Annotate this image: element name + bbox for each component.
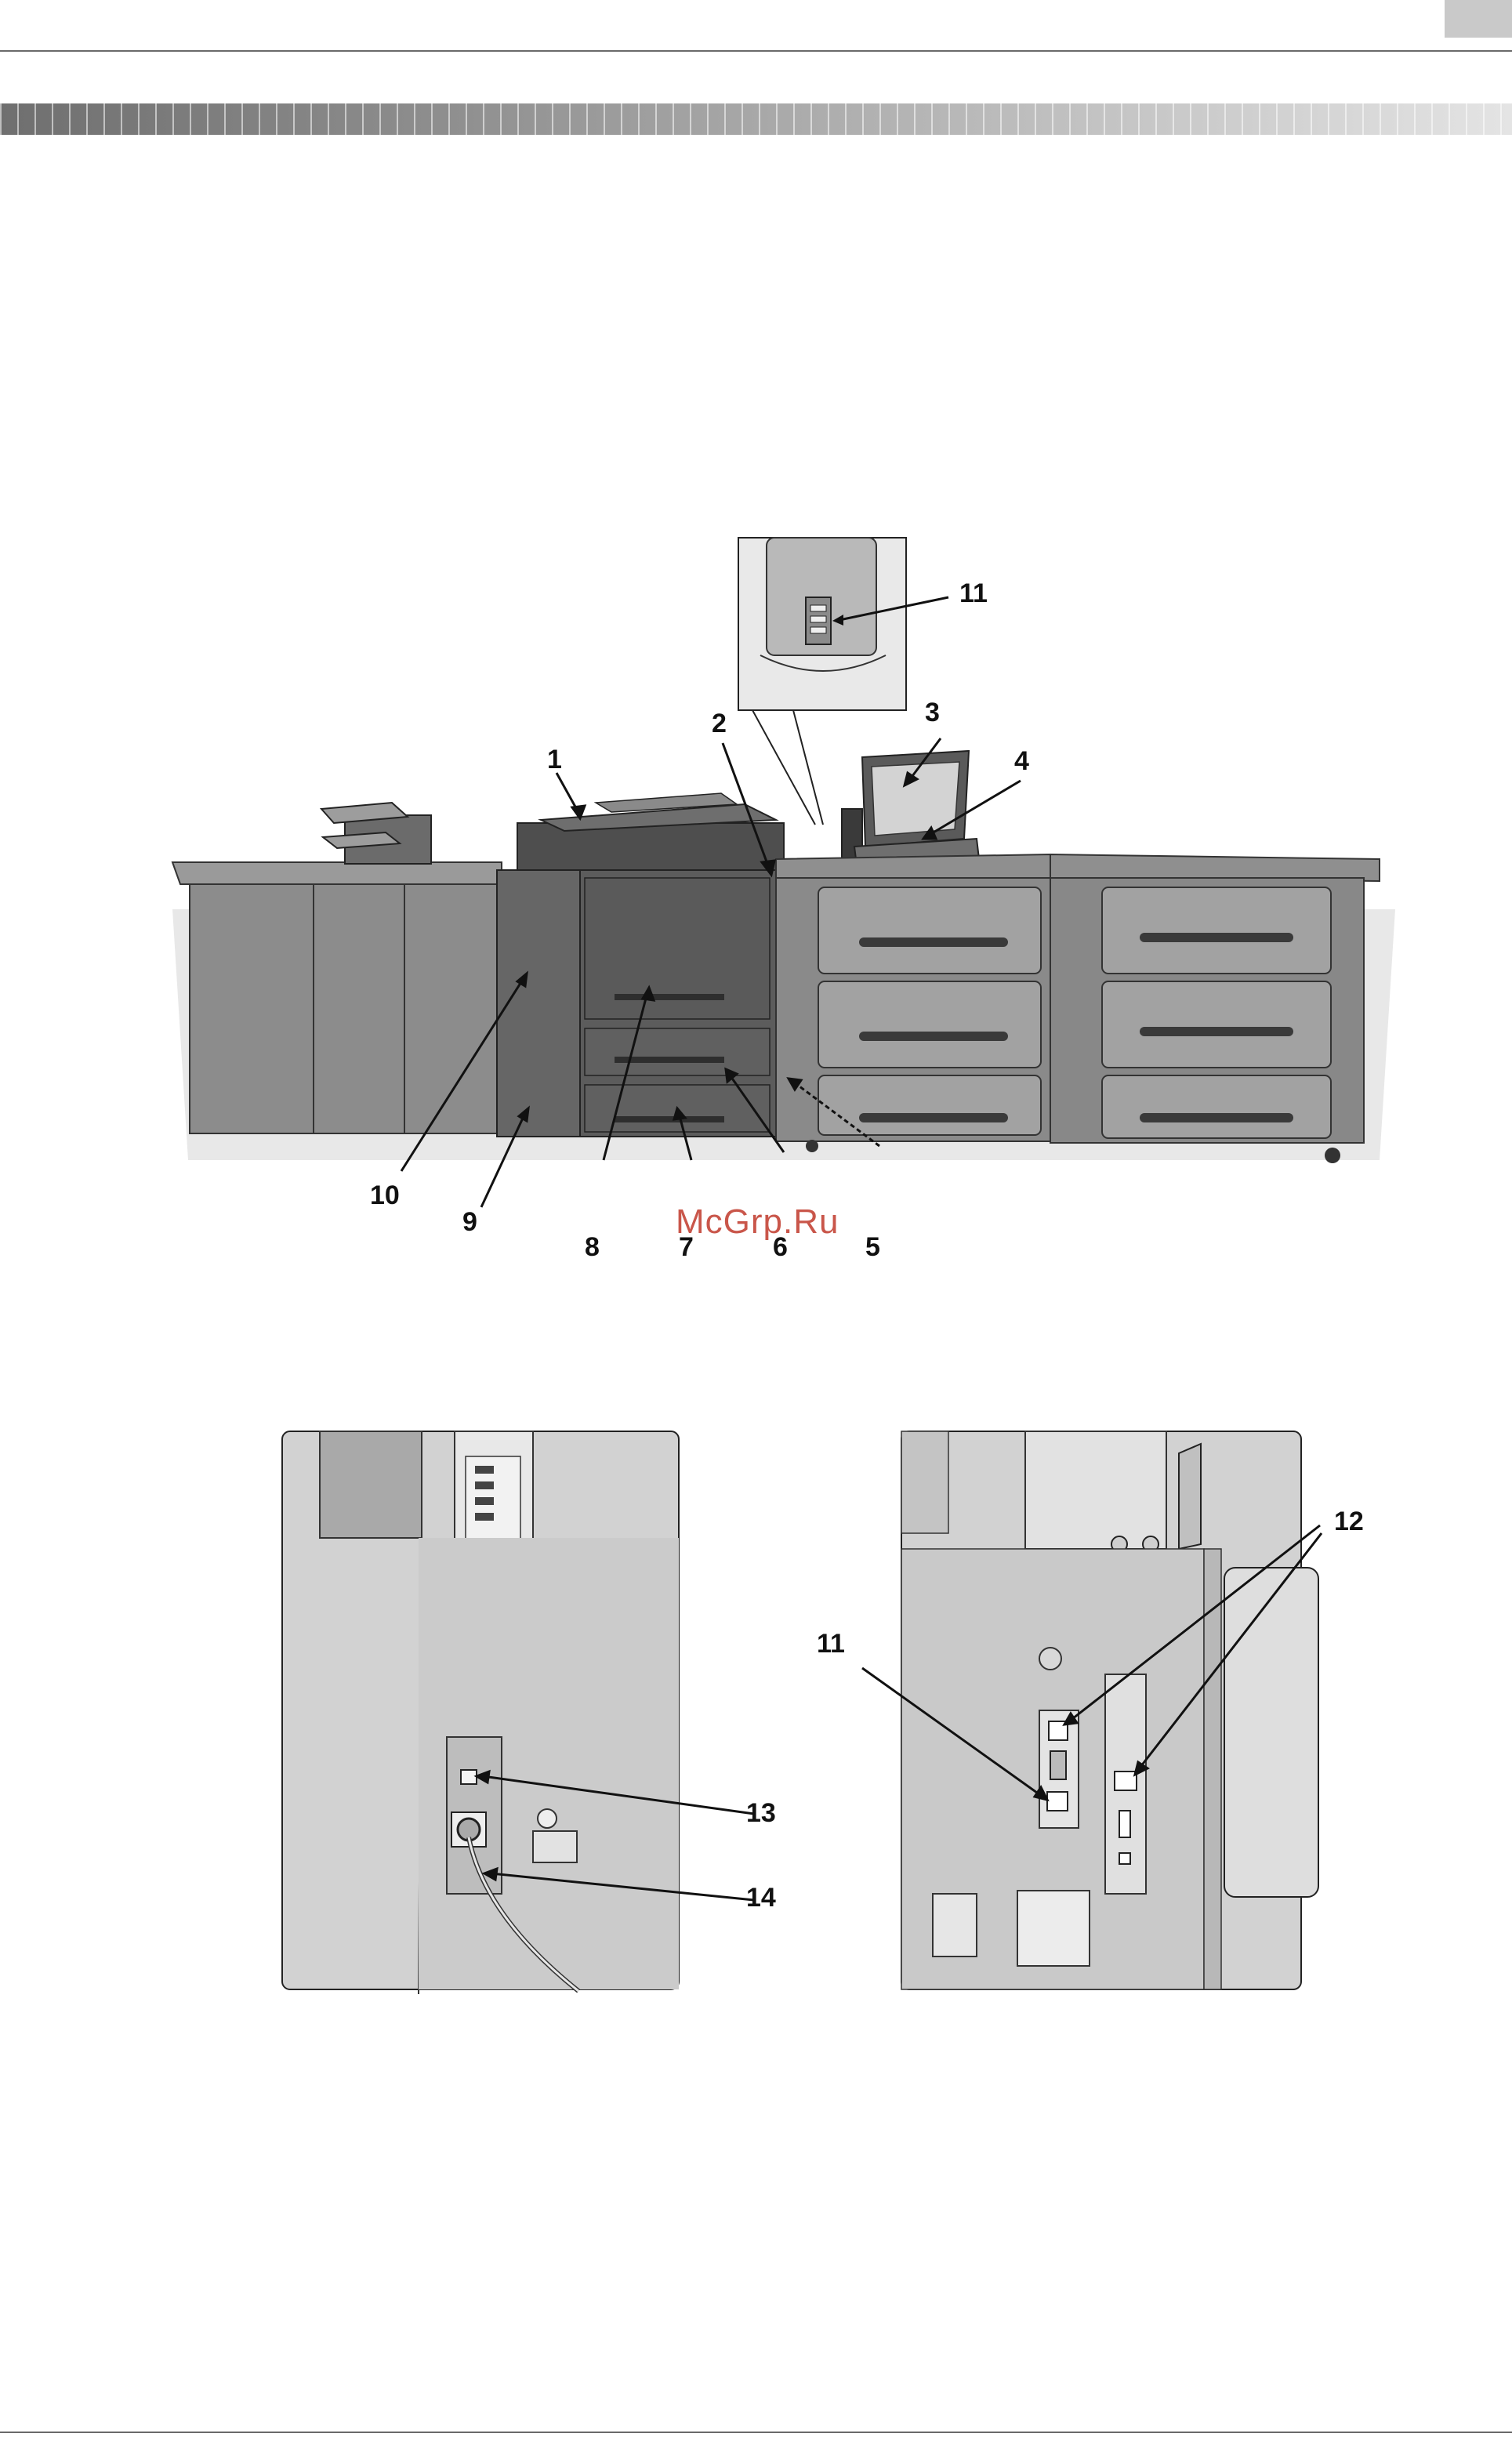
callout-12: 12 (1334, 1508, 1364, 1535)
callout-11-detail: 11 (817, 1630, 845, 1657)
callout-5: 5 (865, 1234, 880, 1260)
callout-1: 1 (547, 746, 562, 773)
header-rule (0, 50, 1512, 52)
watermark-text: McGrp.Ru (676, 1202, 839, 1242)
printer-system-drawing (157, 533, 1395, 1286)
callout-9: 9 (462, 1209, 477, 1235)
interface-ports-detail: 11 12 (810, 1430, 1375, 1994)
power-connection-detail: 13 14 (281, 1430, 806, 1994)
footer-rule (0, 2432, 1512, 2433)
callout-8: 8 (585, 1234, 600, 1260)
callout-3: 3 (925, 699, 940, 726)
callout-10: 10 (370, 1182, 400, 1209)
power-connection-drawing (281, 1430, 806, 1994)
page-thumb-tab (1445, 0, 1512, 38)
printer-system-illustration: 1 2 3 4 5 6 7 8 9 10 11 (157, 533, 1395, 1286)
callout-11: 11 (959, 580, 988, 607)
interface-ports-drawing (810, 1430, 1375, 1994)
callout-4: 4 (1014, 748, 1029, 774)
callout-14: 14 (746, 1884, 776, 1911)
callout-2: 2 (712, 710, 727, 737)
section-header-band (0, 103, 1512, 135)
callout-13: 13 (746, 1800, 776, 1826)
